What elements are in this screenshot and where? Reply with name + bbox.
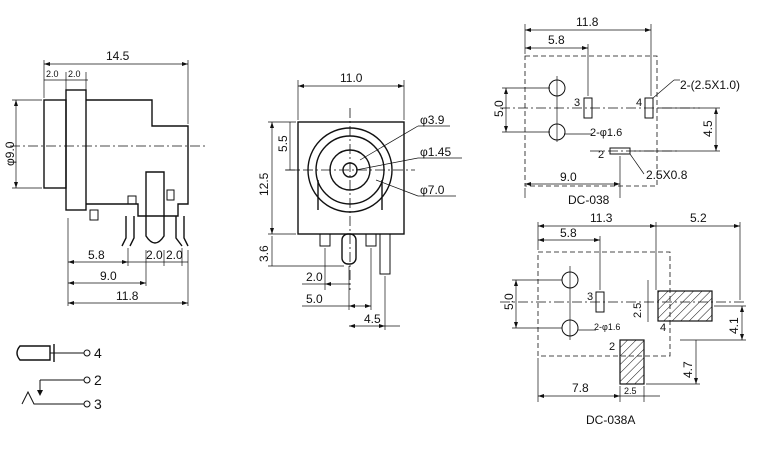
dc038-slot-4: [644, 97, 654, 119]
dim-dc038a-pad-w: 2.5: [624, 386, 637, 396]
dc038-label-hole: 2-φ1.6: [590, 127, 622, 139]
dim-side-overall: 14.5: [106, 49, 130, 63]
dc038-pin3: 3: [574, 97, 580, 109]
front-pin-side: [379, 233, 391, 275]
pcb-dc038: 11.8 5.8 5.0 4.5 9.0 2-(2.5X1.0) 2-φ1.6 …: [492, 15, 740, 207]
side-tab: [127, 195, 137, 205]
dim-side-pin-gap: 2.0: [146, 248, 163, 262]
schematic-switch: [21, 390, 84, 405]
dc038a-pad-2: [619, 339, 645, 385]
side-view: 14.5 2.0 2.0 φ9.0 5.8 2.0 2.0 9.0 11.8: [3, 49, 205, 306]
front-pin-left: [319, 233, 331, 247]
dim-front-pin-len: 3.6: [257, 245, 271, 262]
side-pin-b: [175, 216, 183, 247]
dim-front-p2: 5.0: [306, 292, 323, 306]
dim-dc038a-left: 5.8: [560, 226, 577, 240]
dim-dc038a-side: 4.1: [727, 317, 741, 334]
dim-dc038-width: 11.8: [576, 15, 599, 29]
dc038a-slot-3: [595, 291, 605, 313]
dim-front-d3: φ7.0: [420, 183, 445, 197]
dc038-slot-3: [583, 97, 593, 119]
dim-side-pin-c: 11.8: [116, 289, 139, 303]
dim-front-upper: 5.5: [276, 135, 290, 152]
side-collar: [65, 89, 87, 211]
dc038-label-slot2: 2.5X0.8: [646, 168, 688, 182]
dim-side-step-b: 2.0: [68, 69, 81, 79]
dc038a-pad-4: [657, 290, 713, 322]
side-tab-2: [166, 189, 175, 201]
schematic-symbol: 4 2 3: [16, 344, 102, 412]
dc038a-pin3: 3: [587, 291, 593, 303]
dim-dc038a-right: 5.2: [690, 211, 707, 225]
dc038a-pin4: 4: [660, 322, 666, 334]
schematic-pin3: 3: [94, 396, 102, 412]
side-body: [86, 99, 189, 217]
schematic-terminal-3: [83, 400, 91, 408]
dc038a-pin2: 2: [609, 341, 615, 353]
dim-dc038-left: 5.8: [548, 33, 565, 47]
dim-front-p1: 2.0: [306, 270, 323, 284]
front-body: [297, 121, 405, 235]
schematic-terminal-2: [83, 376, 91, 384]
dim-dc038a-vert: 5.0: [502, 293, 516, 310]
dim-dc038a-width: 11.3: [590, 211, 613, 225]
dim-dc038a-pad: 2.5: [632, 303, 644, 318]
dim-dc038a-side2: 4.7: [681, 361, 695, 378]
dc038-label-slot: 2-(2.5X1.0): [680, 78, 740, 92]
dim-front-width: 11.0: [340, 71, 363, 85]
dim-side-pin-b: 9.0: [100, 269, 117, 283]
dim-front-d1: φ3.9: [420, 113, 445, 127]
dc038a-label-hole: 2-φ1.6: [594, 322, 620, 332]
dc038-pin2: 2: [598, 149, 604, 161]
dim-side-dia: φ9.0: [3, 141, 17, 166]
dim-dc038-vert: 5.0: [492, 100, 506, 117]
dim-dc038a-bottom: 7.8: [572, 381, 589, 395]
dc038-pin4: 4: [636, 97, 642, 109]
dim-front-height: 12.5: [257, 172, 271, 196]
schematic-pin4: 4: [94, 345, 102, 361]
dim-front-p3: 4.5: [364, 312, 381, 326]
side-pin-front: [89, 209, 99, 221]
dim-dc038-right: 4.5: [701, 120, 715, 137]
dc038-outline: [524, 55, 658, 187]
side-flange: [43, 99, 67, 189]
side-pin-center: [145, 171, 165, 244]
dim-side-pin-gap2: 2.0: [166, 248, 183, 262]
front-view: 11.0 12.5 5.5 3.6 φ3.9 φ1.45 φ7.0 2.0 5.: [257, 71, 462, 330]
side-pin-b2: [183, 216, 189, 247]
front-pin-right: [365, 233, 377, 247]
pcb-dc038a: 11.3 5.2 5.8 5.0 2.5 4.1 4.7 7.8 2.5: [500, 211, 746, 427]
side-pin-a2: [129, 216, 135, 247]
dc038-caption: DC-038: [568, 193, 610, 207]
dc038a-caption: DC-038A: [586, 413, 635, 427]
dim-side-pin-a: 5.8: [88, 248, 105, 262]
schematic-pin2: 2: [94, 372, 102, 388]
dim-side-step-a: 2.0: [46, 69, 59, 79]
front-pin-center: [341, 233, 357, 265]
dim-front-d2: φ1.45: [420, 145, 451, 159]
schematic-terminal-4: [83, 349, 91, 357]
dim-dc038-bottom: 9.0: [560, 170, 577, 184]
side-pin-a: [121, 216, 127, 247]
schematic-plug: [16, 345, 51, 361]
